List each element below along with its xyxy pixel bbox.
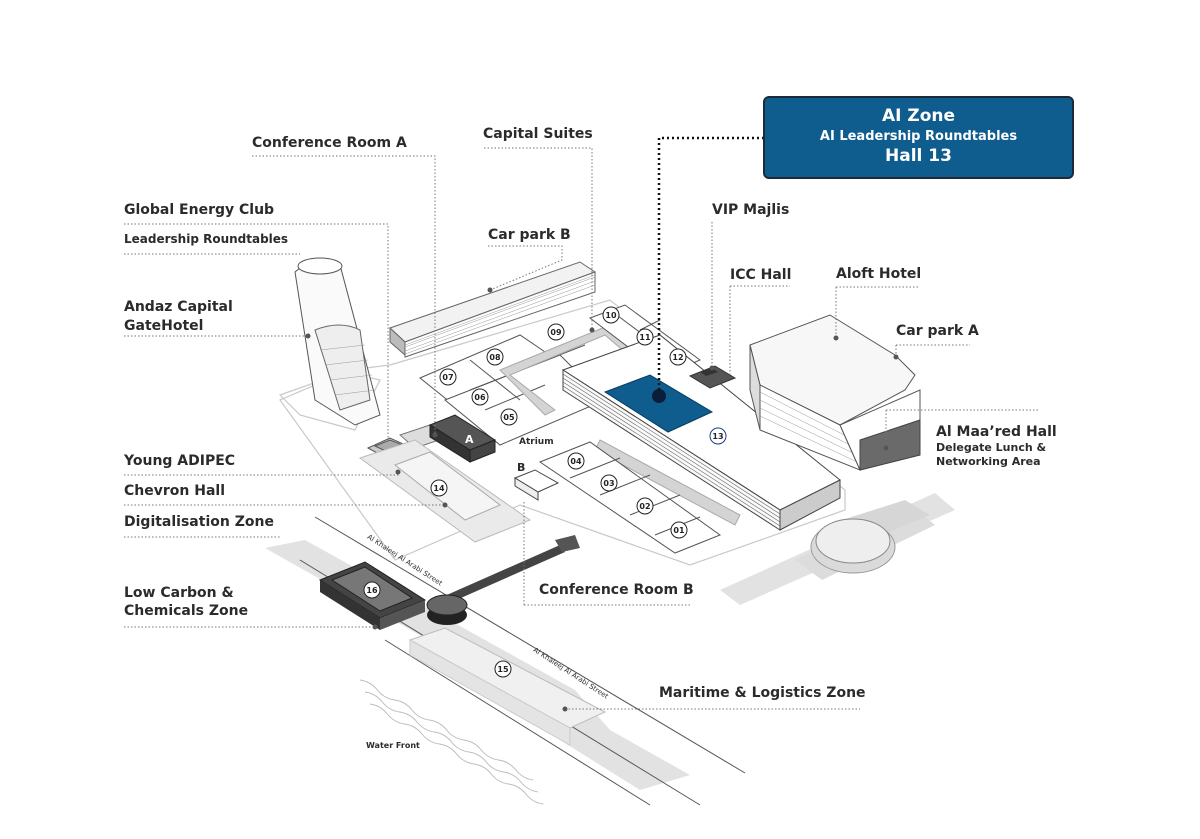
label-atrium: Atrium — [519, 437, 554, 447]
label-digitalisation-zone[interactable]: Digitalisation Zone — [124, 514, 274, 530]
callout-title: AI Zone — [881, 106, 956, 126]
hall-badge-15: 15 — [494, 660, 512, 678]
label-delegate-line1: Delegate Lunch & — [936, 441, 1047, 454]
aloft-hotel-building — [749, 314, 921, 471]
hall-badge-13: 13 — [709, 427, 727, 445]
label-delegate-line2: Networking Area — [936, 455, 1041, 468]
svg-text:15: 15 — [497, 665, 509, 674]
hall-badge-06: 06 — [471, 388, 489, 406]
label-low-carbon-line1[interactable]: Low Carbon & — [124, 585, 234, 601]
leader-lines — [124, 147, 1040, 710]
svg-text:11: 11 — [639, 333, 651, 342]
label-car-park-b[interactable]: Car park B — [488, 227, 571, 243]
water-waves — [359, 679, 544, 805]
andaz-tower — [294, 257, 381, 426]
location-pin — [652, 389, 666, 403]
label-leadership-roundtables[interactable]: Leadership Roundtables — [124, 232, 289, 246]
hall-badge-16: 16 — [363, 581, 381, 599]
label-building-b: B — [517, 461, 526, 474]
roundabout — [810, 518, 896, 574]
label-young-adipec[interactable]: Young ADIPEC — [124, 453, 236, 469]
label-building-a: A — [465, 433, 474, 446]
label-chevron-hall[interactable]: Chevron Hall — [124, 483, 225, 499]
hall-badge-02: 02 — [636, 497, 654, 515]
hall-15-building — [408, 627, 607, 746]
callout-subtitle: AI Leadership Roundtables — [819, 129, 1018, 144]
svg-text:09: 09 — [550, 328, 562, 337]
hall-badge-11: 11 — [636, 328, 654, 346]
label-maritime-logistics[interactable]: Maritime & Logistics Zone — [659, 685, 866, 701]
car-park-b-building — [389, 261, 597, 358]
label-water-front: Water Front — [366, 741, 420, 750]
label-andaz-line2[interactable]: GateHotel — [124, 318, 204, 334]
label-global-energy-club[interactable]: Global Energy Club — [124, 202, 275, 218]
hall-13-highlight[interactable] — [603, 374, 714, 433]
label-vip-majlis[interactable]: VIP Majlis — [712, 202, 790, 218]
leader-dots — [305, 287, 899, 712]
label-andaz-line1[interactable]: Andaz Capital — [124, 299, 233, 315]
round-building — [426, 594, 468, 625]
svg-text:07: 07 — [442, 373, 453, 382]
hall-badge-12: 12 — [669, 348, 687, 366]
label-al-maared-hall[interactable]: Al Maa’red Hall — [936, 424, 1057, 440]
hall-badge-01: 01 — [670, 521, 688, 539]
svg-text:08: 08 — [489, 353, 501, 362]
bridge — [440, 535, 580, 605]
label-conference-room-b[interactable]: Conference Room B — [539, 582, 694, 598]
svg-text:06: 06 — [474, 393, 486, 402]
svg-text:12: 12 — [672, 353, 683, 362]
label-conference-room-a[interactable]: Conference Room A — [252, 135, 407, 151]
svg-text:02: 02 — [639, 502, 650, 511]
hall-badges: 01 02 03 04 05 06 07 08 09 10 11 12 13 1… — [363, 306, 727, 678]
hall-badge-04: 04 — [567, 452, 585, 470]
hall-badge-14: 14 — [430, 479, 448, 497]
hall-badge-08: 08 — [486, 348, 504, 366]
callout-connector — [657, 136, 763, 390]
svg-text:14: 14 — [433, 484, 445, 493]
svg-text:16: 16 — [366, 586, 378, 595]
building-b — [513, 469, 560, 501]
callout-hall: Hall 13 — [885, 146, 952, 166]
label-aloft-hotel[interactable]: Aloft Hotel — [836, 266, 922, 282]
svg-text:13: 13 — [712, 432, 723, 441]
label-capital-suites[interactable]: Capital Suites — [483, 126, 593, 142]
label-icc-hall[interactable]: ICC Hall — [730, 267, 792, 283]
ai-zone-callout[interactable]: AI Zone AI Leadership Roundtables Hall 1… — [763, 96, 1074, 179]
hall-badge-05: 05 — [500, 408, 518, 426]
hall-badge-07: 07 — [439, 368, 457, 386]
label-car-park-a[interactable]: Car park A — [896, 323, 979, 339]
svg-text:10: 10 — [605, 311, 617, 320]
hall-badge-09: 09 — [547, 323, 565, 341]
hall-badge-10: 10 — [602, 306, 620, 324]
label-low-carbon-line2[interactable]: Chemicals Zone — [124, 603, 249, 619]
building-a — [428, 414, 497, 463]
hall-badge-03: 03 — [600, 474, 618, 492]
hall-13-building — [561, 334, 841, 531]
svg-text:03: 03 — [603, 479, 614, 488]
svg-text:04: 04 — [570, 457, 582, 466]
svg-text:01: 01 — [673, 526, 685, 535]
svg-text:05: 05 — [503, 413, 515, 422]
